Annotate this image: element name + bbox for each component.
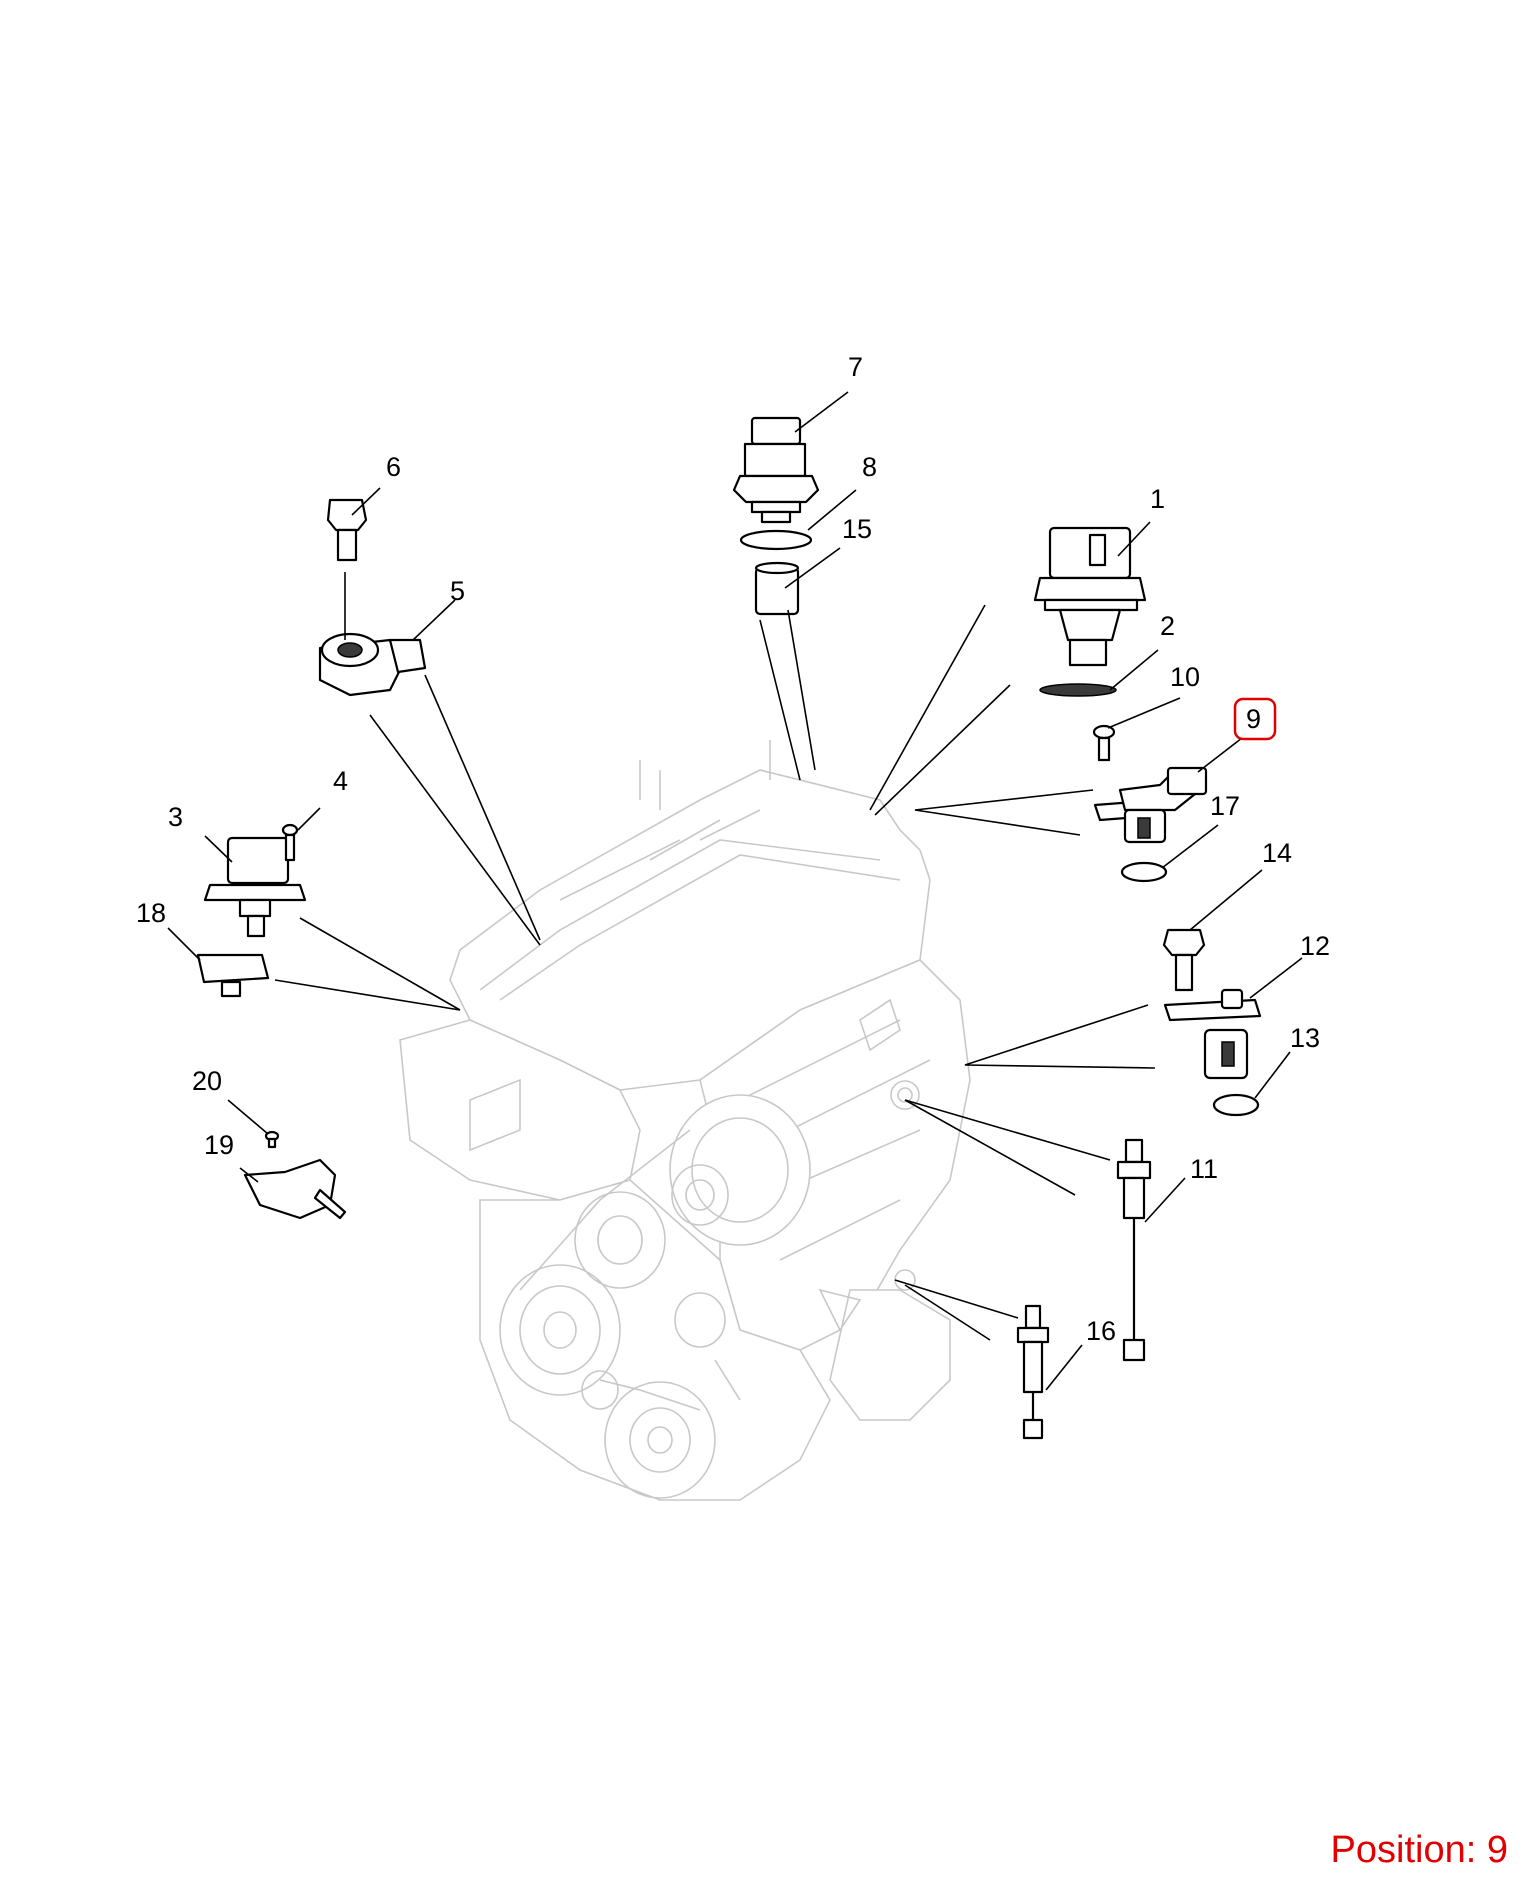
part-13-sensor-body	[1203, 1028, 1260, 1117]
callout-15[interactable]: 15	[842, 514, 872, 544]
callout-20[interactable]: 20	[192, 1066, 222, 1096]
callout-10[interactable]: 10	[1170, 662, 1200, 692]
callout-3[interactable]: 3	[168, 802, 183, 832]
part-10-screw	[1092, 724, 1116, 762]
highlight-box-9	[1233, 697, 1277, 741]
part-16-oxygen-sensor	[1016, 1304, 1050, 1440]
part-4-screw	[281, 823, 299, 862]
part-6-bolt	[326, 498, 368, 562]
part-5-knock-sensor	[318, 632, 427, 697]
callout-8[interactable]: 8	[862, 452, 877, 482]
part-8-washer	[739, 529, 813, 551]
callout-12[interactable]: 12	[1300, 931, 1330, 961]
callout-2[interactable]: 2	[1160, 611, 1175, 641]
callout-13[interactable]: 13	[1290, 1023, 1320, 1053]
callout-14[interactable]: 14	[1262, 838, 1292, 868]
leader-lines	[167, 391, 1303, 1391]
part-19-sensor	[243, 1158, 347, 1220]
part-2-o-ring	[1039, 683, 1117, 697]
engine-block-drawing	[399, 740, 971, 1501]
part-3-map-sensor	[203, 836, 307, 938]
callout-1[interactable]: 1	[1150, 484, 1165, 514]
part-20-screw	[264, 1130, 280, 1149]
callout-19[interactable]: 19	[204, 1130, 234, 1160]
part-12-crankshaft-sensor	[1163, 988, 1262, 1022]
part-11-oxygen-sensor	[1116, 1138, 1152, 1362]
callout-9[interactable]: 9	[1246, 704, 1261, 734]
callout-4[interactable]: 4	[333, 766, 348, 796]
callout-18[interactable]: 18	[136, 898, 166, 928]
callout-17[interactable]: 17	[1210, 791, 1240, 821]
part-17-o-ring	[1120, 861, 1168, 883]
part-15-sleeve	[754, 561, 800, 616]
callout-6[interactable]: 6	[386, 452, 401, 482]
part-7-oil-pressure-switch	[732, 416, 820, 524]
callout-11[interactable]: 11	[1190, 1154, 1218, 1184]
part-14-bolt	[1162, 928, 1206, 992]
part-1-temperature-sensor	[1033, 526, 1147, 667]
part-18-sensor	[196, 953, 270, 998]
part-9-camshaft-sensor	[1093, 766, 1208, 844]
callout-7[interactable]: 7	[848, 352, 863, 382]
callout-5[interactable]: 5	[450, 576, 465, 606]
callout-16[interactable]: 16	[1086, 1316, 1116, 1346]
callout-labels: 7 8 15 6 5 1 2 10 9 17 14 12 13 11 16 4 …	[136, 352, 1330, 1346]
position-label: Position: 9	[1330, 1829, 1508, 1871]
